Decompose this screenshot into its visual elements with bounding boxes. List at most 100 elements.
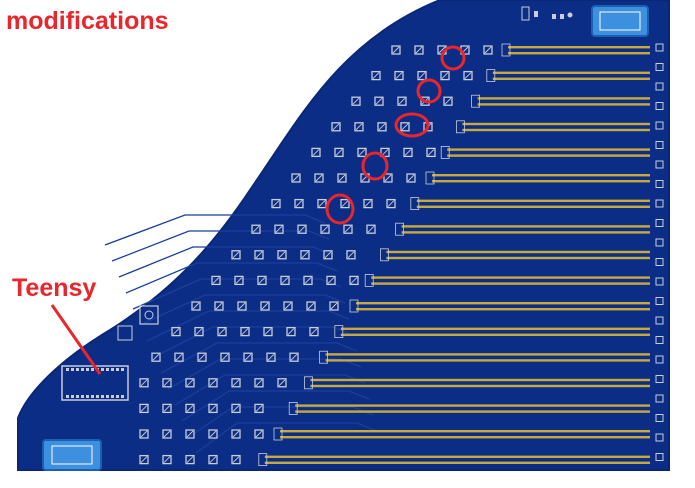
pad-square (351, 96, 361, 106)
finger-end-pad (379, 248, 389, 262)
pad-diagonal (255, 251, 263, 259)
pad-diagonal (364, 200, 372, 207)
pad-square (185, 403, 195, 414)
pad-square (371, 70, 381, 81)
pad-diagonal (212, 277, 220, 284)
pad-square (151, 352, 161, 362)
pad-square (329, 301, 339, 311)
pad-square (323, 250, 333, 260)
edge-pad (655, 277, 664, 286)
pad-diagonal (335, 149, 343, 156)
pad-square (337, 173, 347, 183)
switch-pad (254, 403, 264, 414)
finger-end-pad (440, 145, 450, 159)
modification-highlight-circle (440, 45, 466, 71)
edge-pad (655, 375, 664, 383)
pad-square (340, 198, 350, 209)
pad-square (346, 250, 356, 260)
pad-diagonal (484, 46, 492, 54)
finger-line-bottom (508, 52, 650, 55)
pad-square (254, 378, 264, 388)
switch-pad (162, 378, 172, 388)
pad-square (139, 378, 149, 388)
teensy-pin (71, 395, 74, 398)
gold-finger (319, 350, 650, 364)
pad-square (363, 198, 373, 209)
pad-diagonal (261, 302, 269, 310)
switch-pad (217, 326, 227, 337)
pad-square (197, 352, 207, 362)
pad-square (217, 326, 227, 337)
components-layer (42, 5, 649, 471)
pad-square (162, 403, 172, 414)
switch-pad (283, 301, 293, 311)
pad-square (162, 454, 172, 465)
finger-line-bottom (492, 77, 650, 80)
pad-diagonal (278, 379, 286, 387)
trace (181, 390, 370, 422)
finger-line-bottom (340, 333, 650, 336)
pad-square (191, 301, 201, 311)
pad-square (174, 352, 184, 362)
teensy-pin (106, 368, 109, 371)
pad-diagonal (395, 72, 403, 79)
teensy-pin (106, 395, 109, 398)
pad-diagonal (235, 277, 243, 284)
pad-diagonal (215, 302, 223, 310)
gold-finger (455, 120, 650, 134)
pad-diagonal (444, 97, 452, 105)
trace (160, 342, 358, 374)
switch-pad (351, 96, 361, 106)
finger-end-pad (471, 94, 481, 108)
pad-diagonal (292, 174, 300, 182)
gold-finger (258, 453, 650, 467)
switch-pad (234, 275, 244, 286)
finger-line-top (280, 430, 650, 433)
pad-diagonal (140, 379, 148, 387)
pad-diagonal (375, 97, 383, 105)
gold-finger (425, 171, 650, 185)
pad-diagonal (407, 174, 415, 182)
switch-pad (294, 198, 304, 209)
pad-diagonal (258, 277, 266, 284)
pad-square (377, 122, 387, 132)
pad-diagonal (387, 200, 395, 207)
switch-pad (263, 326, 273, 337)
pad-square (406, 173, 416, 183)
switch-pad (323, 250, 333, 260)
modification-highlight-circle (361, 151, 389, 181)
pad-square (185, 454, 195, 465)
pad-square (357, 147, 367, 158)
pad-square (403, 147, 413, 158)
teensy-pin (121, 395, 124, 398)
pad-diagonal (318, 200, 326, 207)
finger-line-bottom (462, 128, 650, 132)
component (534, 11, 538, 17)
switch-pad (139, 454, 149, 465)
pad-square (386, 198, 396, 209)
pad-square (400, 122, 410, 132)
pad-diagonal (172, 328, 180, 335)
pad-square (263, 326, 273, 337)
pad-square (254, 250, 264, 260)
switch-pad (331, 122, 341, 132)
switch-pad (300, 250, 310, 260)
edge-pad (655, 297, 664, 305)
switch-pad (220, 352, 230, 362)
pad-diagonal (255, 430, 263, 438)
edge-pad (655, 394, 664, 403)
pad-square (414, 45, 424, 55)
edge-pad (655, 199, 664, 208)
finger-line-bottom (264, 461, 650, 464)
pad-diagonal (198, 353, 206, 361)
pad-diagonal (186, 379, 194, 387)
switch-pad (208, 454, 218, 465)
pad-diagonal (287, 328, 295, 335)
pad-diagonal (341, 200, 349, 207)
usb-connector-inner (51, 445, 93, 465)
pad-square (297, 224, 307, 234)
pad-square (243, 352, 253, 362)
gold-finger (273, 427, 650, 441)
